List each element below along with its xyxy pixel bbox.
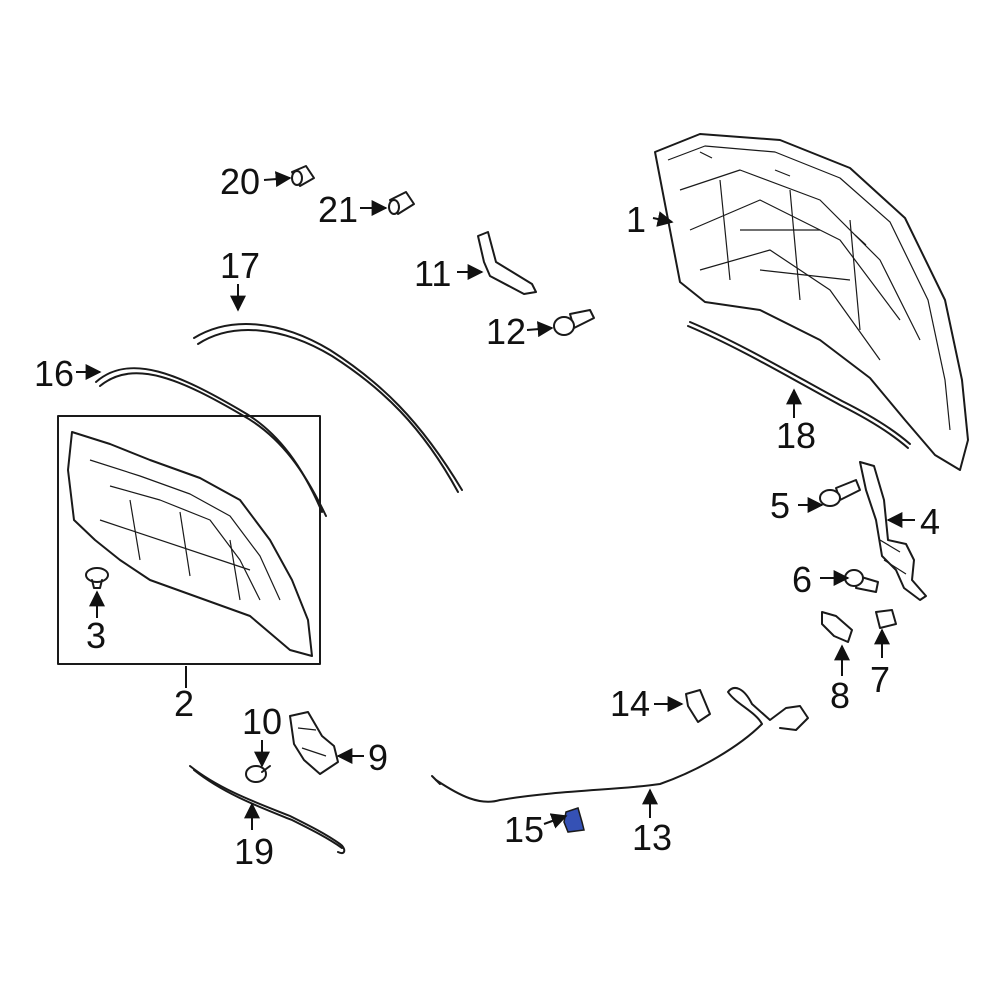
insulator-part-box[interactable]	[57, 415, 321, 665]
bolt-part-10[interactable]	[245, 765, 271, 783]
release-cable-part[interactable]	[431, 687, 809, 803]
highlighted-bracket-part[interactable]	[563, 807, 585, 833]
callout-21: 21	[318, 189, 358, 230]
support-rod-part[interactable]	[189, 765, 346, 854]
bolt-part-6[interactable]	[844, 569, 879, 593]
callout-1: 1	[626, 199, 646, 240]
callout-10: 10	[242, 701, 282, 742]
callout-7: 7	[870, 659, 890, 700]
callout-19: 19	[234, 831, 274, 872]
front-seal-part[interactable]	[95, 367, 327, 517]
hinge-part[interactable]	[859, 461, 927, 601]
callout-labels: 1 2 3 4 5 6 7 8 9 10 11 12 13 14 15 16 1…	[34, 161, 940, 872]
callout-14: 14	[610, 683, 650, 724]
hood-part[interactable]	[654, 133, 969, 471]
callout-17: 17	[220, 245, 260, 286]
callout-16: 16	[34, 353, 74, 394]
callout-5: 5	[770, 485, 790, 526]
clip-part-8[interactable]	[821, 611, 853, 643]
callout-11: 11	[414, 253, 451, 294]
callout-3: 3	[86, 615, 106, 656]
cable-clip-part[interactable]	[685, 689, 711, 723]
latch-part[interactable]	[289, 711, 339, 775]
leader-lines	[76, 171, 915, 830]
hood-seal-part[interactable]	[687, 321, 911, 449]
callout-4: 4	[920, 501, 940, 542]
push-pin-part[interactable]	[85, 567, 109, 589]
callout-6: 6	[792, 559, 812, 600]
callout-8: 8	[830, 675, 850, 716]
bumper-part-20[interactable]	[291, 165, 315, 187]
callout-12: 12	[486, 311, 526, 352]
bumper-part-21[interactable]	[388, 191, 415, 215]
nut-part-7[interactable]	[875, 609, 897, 629]
callout-9: 9	[368, 737, 388, 778]
bolt-part-5[interactable]	[819, 479, 861, 507]
callout-18: 18	[776, 415, 816, 456]
support-clip-part[interactable]	[477, 231, 537, 295]
callout-20: 20	[220, 161, 260, 202]
callout-13: 13	[632, 817, 672, 858]
callout-2: 2	[174, 683, 194, 724]
rear-seal-part[interactable]	[193, 323, 463, 493]
callout-15: 15	[504, 809, 544, 850]
bolt-part-12[interactable]	[553, 309, 595, 336]
